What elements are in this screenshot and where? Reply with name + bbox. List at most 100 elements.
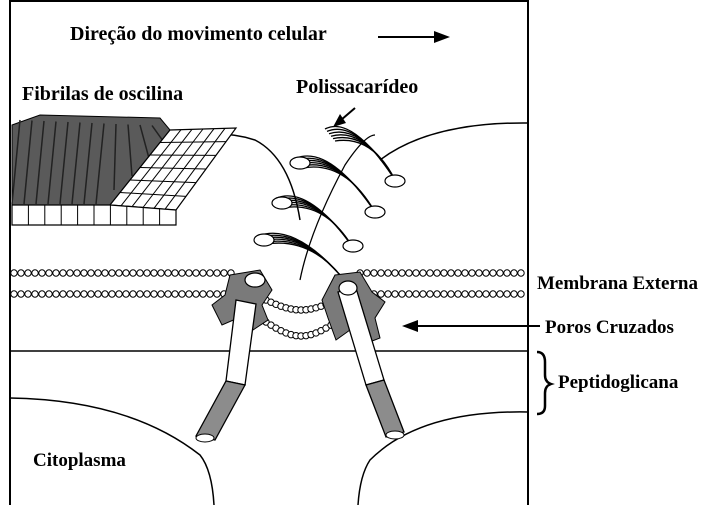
lipid-head xyxy=(434,291,440,297)
direction-arrow xyxy=(378,31,450,43)
outer-membrane-label: Membrana Externa xyxy=(537,274,698,293)
lipid-head xyxy=(95,270,101,276)
lipid-head xyxy=(172,291,178,297)
lipid-head xyxy=(39,270,45,276)
lipid-head xyxy=(165,270,171,276)
lipid-head xyxy=(221,270,227,276)
lipid-head xyxy=(214,270,220,276)
lipid-head xyxy=(81,270,87,276)
lipid-head xyxy=(441,291,447,297)
lipid-head xyxy=(420,270,426,276)
lipid-head xyxy=(11,291,17,297)
lipid-head xyxy=(207,291,213,297)
lipid-head xyxy=(46,270,52,276)
direction-label: Direção do movimento celular xyxy=(70,24,327,44)
lipid-head xyxy=(448,270,454,276)
lipid-head xyxy=(462,291,468,297)
outer-membrane-bilayer xyxy=(11,270,524,339)
lipid-head xyxy=(455,270,461,276)
lipid-head xyxy=(207,270,213,276)
cell-surface-curve-right xyxy=(380,123,528,160)
lipid-head xyxy=(371,270,377,276)
lipid-head xyxy=(441,270,447,276)
polysaccharide-ring xyxy=(272,197,292,209)
pore-complex-right xyxy=(322,272,404,439)
lipid-head xyxy=(483,291,489,297)
lipid-head xyxy=(193,291,199,297)
polysaccharide-ring xyxy=(365,206,385,218)
lipid-head xyxy=(399,291,405,297)
polysaccharide-arrow xyxy=(333,108,355,127)
lipid-head xyxy=(490,270,496,276)
lipid-head xyxy=(109,291,115,297)
lipid-head xyxy=(406,270,412,276)
lipid-head xyxy=(476,270,482,276)
lipid-head xyxy=(186,291,192,297)
lipid-head xyxy=(67,270,73,276)
lipid-head xyxy=(67,291,73,297)
lipid-head xyxy=(123,270,129,276)
lipid-head xyxy=(25,270,31,276)
lipid-head xyxy=(18,291,24,297)
lipid-head xyxy=(483,270,489,276)
lipid-head xyxy=(32,291,38,297)
peptidoglycan-brace xyxy=(537,352,551,414)
lipid-head xyxy=(413,291,419,297)
lipid-head xyxy=(60,291,66,297)
lipid-head xyxy=(88,270,94,276)
lipid-head xyxy=(25,291,31,297)
lipid-head xyxy=(420,291,426,297)
lipid-head xyxy=(39,291,45,297)
lipid-head xyxy=(137,291,143,297)
lipid-head xyxy=(364,270,370,276)
lipid-head xyxy=(109,270,115,276)
lipid-head xyxy=(434,270,440,276)
lipid-head xyxy=(392,291,398,297)
lipid-head xyxy=(130,270,136,276)
lipid-head xyxy=(469,270,475,276)
lipid-head xyxy=(46,291,52,297)
lipid-head xyxy=(469,291,475,297)
lipid-head xyxy=(378,270,384,276)
polysaccharide-ring xyxy=(254,234,274,246)
lipid-head xyxy=(179,291,185,297)
lipid-head xyxy=(158,270,164,276)
lipid-head xyxy=(518,291,524,297)
peptidoglycan-label: Peptidoglicana xyxy=(558,373,678,392)
lipid-head xyxy=(60,270,66,276)
polysaccharide-ring xyxy=(385,175,405,187)
lipid-head xyxy=(511,291,517,297)
lipid-head xyxy=(130,291,136,297)
lipid-head xyxy=(179,270,185,276)
polysaccharide-label: Polissacarídeo xyxy=(296,77,418,97)
lipid-head xyxy=(462,270,468,276)
fibrils-label: Fibrilas de oscilina xyxy=(22,84,183,104)
lipid-head xyxy=(406,291,412,297)
polysaccharide-strand xyxy=(263,239,340,275)
lipid-head xyxy=(200,270,206,276)
cross-pores-label: Poros Cruzados xyxy=(545,318,674,337)
lipid-head xyxy=(172,270,178,276)
lipid-head xyxy=(116,270,122,276)
lipid-head xyxy=(18,270,24,276)
lipid-head xyxy=(95,291,101,297)
lipid-head xyxy=(518,270,524,276)
lipid-head xyxy=(214,291,220,297)
lipid-head xyxy=(385,291,391,297)
lipid-head xyxy=(144,291,150,297)
lipid-head xyxy=(151,270,157,276)
lipid-head xyxy=(378,291,384,297)
lipid-head xyxy=(511,270,517,276)
lipid-head xyxy=(504,270,510,276)
polysaccharide-ring xyxy=(343,240,363,252)
lipid-head xyxy=(455,291,461,297)
lipid-head xyxy=(158,291,164,297)
lipid-head xyxy=(88,291,94,297)
lipid-head xyxy=(74,291,80,297)
lipid-head xyxy=(186,270,192,276)
lipid-head xyxy=(392,270,398,276)
lipid-head xyxy=(53,270,59,276)
lipid-head xyxy=(476,291,482,297)
lipid-head xyxy=(32,270,38,276)
lipid-head xyxy=(137,270,143,276)
